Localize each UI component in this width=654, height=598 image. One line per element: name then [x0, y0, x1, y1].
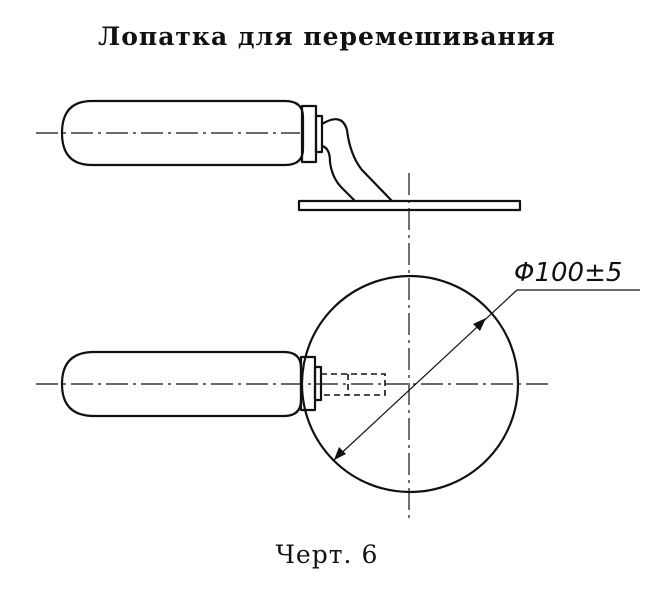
diameter-label: Φ100±5: [514, 258, 622, 288]
diameter-dimension-line: [333, 289, 518, 461]
figure-caption: Черт. 6: [275, 540, 379, 569]
drawing-title: Лопатка для перемешивания: [98, 22, 556, 51]
side-view-collar-ring: [314, 114, 324, 154]
side-view-rod-upper: [320, 118, 394, 203]
plan-view: Φ100±5: [36, 258, 640, 494]
plan-view-rod-hidden: [320, 373, 386, 396]
plan-view-handle: [60, 350, 303, 418]
diameter-arrow-upper: [473, 318, 486, 331]
side-view-rod-lower: [320, 144, 357, 203]
diameter-arrow-lower: [334, 447, 346, 460]
plan-view-blade-circle: [300, 274, 520, 494]
side-view-handle: [60, 99, 305, 167]
side-view: [36, 99, 522, 212]
